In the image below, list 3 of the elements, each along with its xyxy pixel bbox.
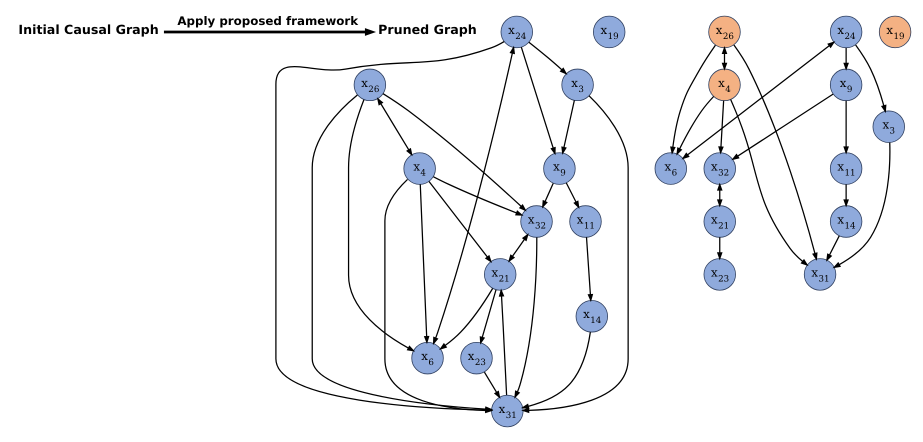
node-text: Pruned Graph — [378, 22, 477, 37]
node-text: Initial Causal Graph — [18, 22, 159, 37]
edge-label: Apply proposed framework — [177, 13, 358, 28]
